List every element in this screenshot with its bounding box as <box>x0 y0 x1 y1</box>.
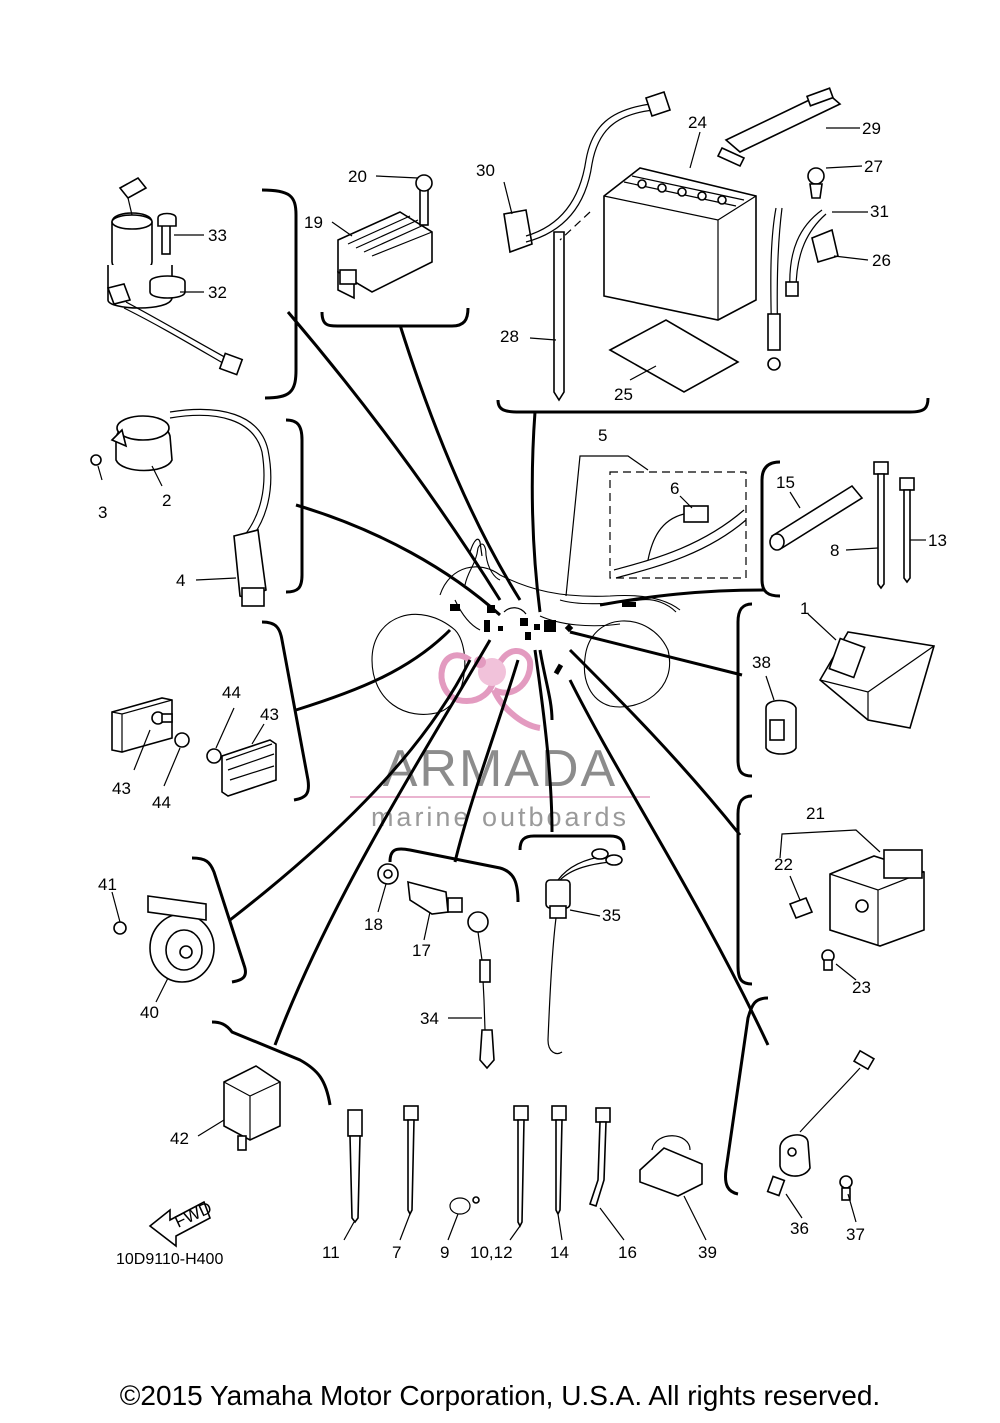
callout-9: 9 <box>440 1243 449 1262</box>
callout-7: 7 <box>392 1243 401 1262</box>
callout-3: 3 <box>98 503 107 522</box>
callout-33: 33 <box>208 226 227 245</box>
callout-labels: 20 19 33 32 30 24 29 27 31 26 28 25 3 2 … <box>98 113 947 1262</box>
connector-wires <box>229 311 770 1046</box>
callout-10-12: 10,12 <box>470 1243 513 1262</box>
drawing-code: 10D9110-H400 <box>116 1251 223 1268</box>
watermark-tagline: marine outboards <box>371 802 629 832</box>
pipe-ties-group <box>769 461 915 590</box>
main-switch-group <box>106 176 244 376</box>
group-braces <box>191 188 930 1196</box>
callout-32: 32 <box>208 283 227 302</box>
callout-27: 27 <box>864 157 883 176</box>
callout-15: 15 <box>776 473 795 492</box>
callout-5: 5 <box>598 426 607 445</box>
callout-21: 21 <box>806 804 825 823</box>
callout-14: 14 <box>550 1243 569 1262</box>
callout-34: 34 <box>420 1009 439 1028</box>
rectifier-group <box>337 174 433 300</box>
callout-1: 1 <box>800 599 809 618</box>
callout-42: 42 <box>170 1129 189 1148</box>
horn-group <box>113 895 215 983</box>
callout-4: 4 <box>176 571 185 590</box>
callout-19: 19 <box>304 213 323 232</box>
ignition-coil-group <box>90 408 272 607</box>
copyright-notice: ©2015 Yamaha Motor Corporation, U.S.A. A… <box>119 1380 881 1411</box>
callout-36: 36 <box>790 1219 809 1238</box>
callout-6: 6 <box>670 479 679 498</box>
callout-25: 25 <box>614 385 633 404</box>
leader-lines <box>97 127 926 1241</box>
stop-switch-group <box>545 848 623 1055</box>
callout-18: 18 <box>364 915 383 934</box>
callout-35: 35 <box>602 906 621 925</box>
callout-31: 31 <box>870 202 889 221</box>
callout-29: 29 <box>862 119 881 138</box>
callout-41: 41 <box>98 875 117 894</box>
callout-43-b: 43 <box>112 779 131 798</box>
relay-group: FWD <box>148 1065 281 1248</box>
callout-39: 39 <box>698 1243 717 1262</box>
callout-26: 26 <box>872 251 891 270</box>
callout-43-a: 43 <box>260 705 279 724</box>
fuel-sensor-group <box>766 1049 876 1201</box>
starter-relay-group <box>788 849 925 971</box>
callout-16: 16 <box>618 1243 637 1262</box>
callout-23: 23 <box>852 978 871 997</box>
watermark-logo: ARMADA marine outboards <box>350 648 650 832</box>
callout-13: 13 <box>928 531 947 550</box>
callout-24: 24 <box>688 113 707 132</box>
callout-30: 30 <box>476 161 495 180</box>
cdi-group <box>765 631 936 755</box>
callout-2: 2 <box>162 491 171 510</box>
callout-37: 37 <box>846 1225 865 1244</box>
callout-22: 22 <box>774 855 793 874</box>
watermark-brand: ARMADA <box>383 740 617 798</box>
callout-28: 28 <box>500 327 519 346</box>
reflector-group <box>111 697 277 797</box>
callout-44-a: 44 <box>222 683 241 702</box>
callout-38: 38 <box>752 653 771 672</box>
neutral-switch-group <box>377 863 495 1070</box>
callout-44-b: 44 <box>152 793 171 812</box>
callout-8: 8 <box>830 541 839 560</box>
bottom-ties-group <box>347 1105 703 1228</box>
callout-40: 40 <box>140 1003 159 1022</box>
harness-group <box>609 471 747 579</box>
callout-11: 11 <box>322 1243 340 1262</box>
battery-group <box>503 87 842 402</box>
callout-17: 17 <box>412 941 431 960</box>
callout-20: 20 <box>348 167 367 186</box>
vehicle-silhouette <box>371 538 681 715</box>
